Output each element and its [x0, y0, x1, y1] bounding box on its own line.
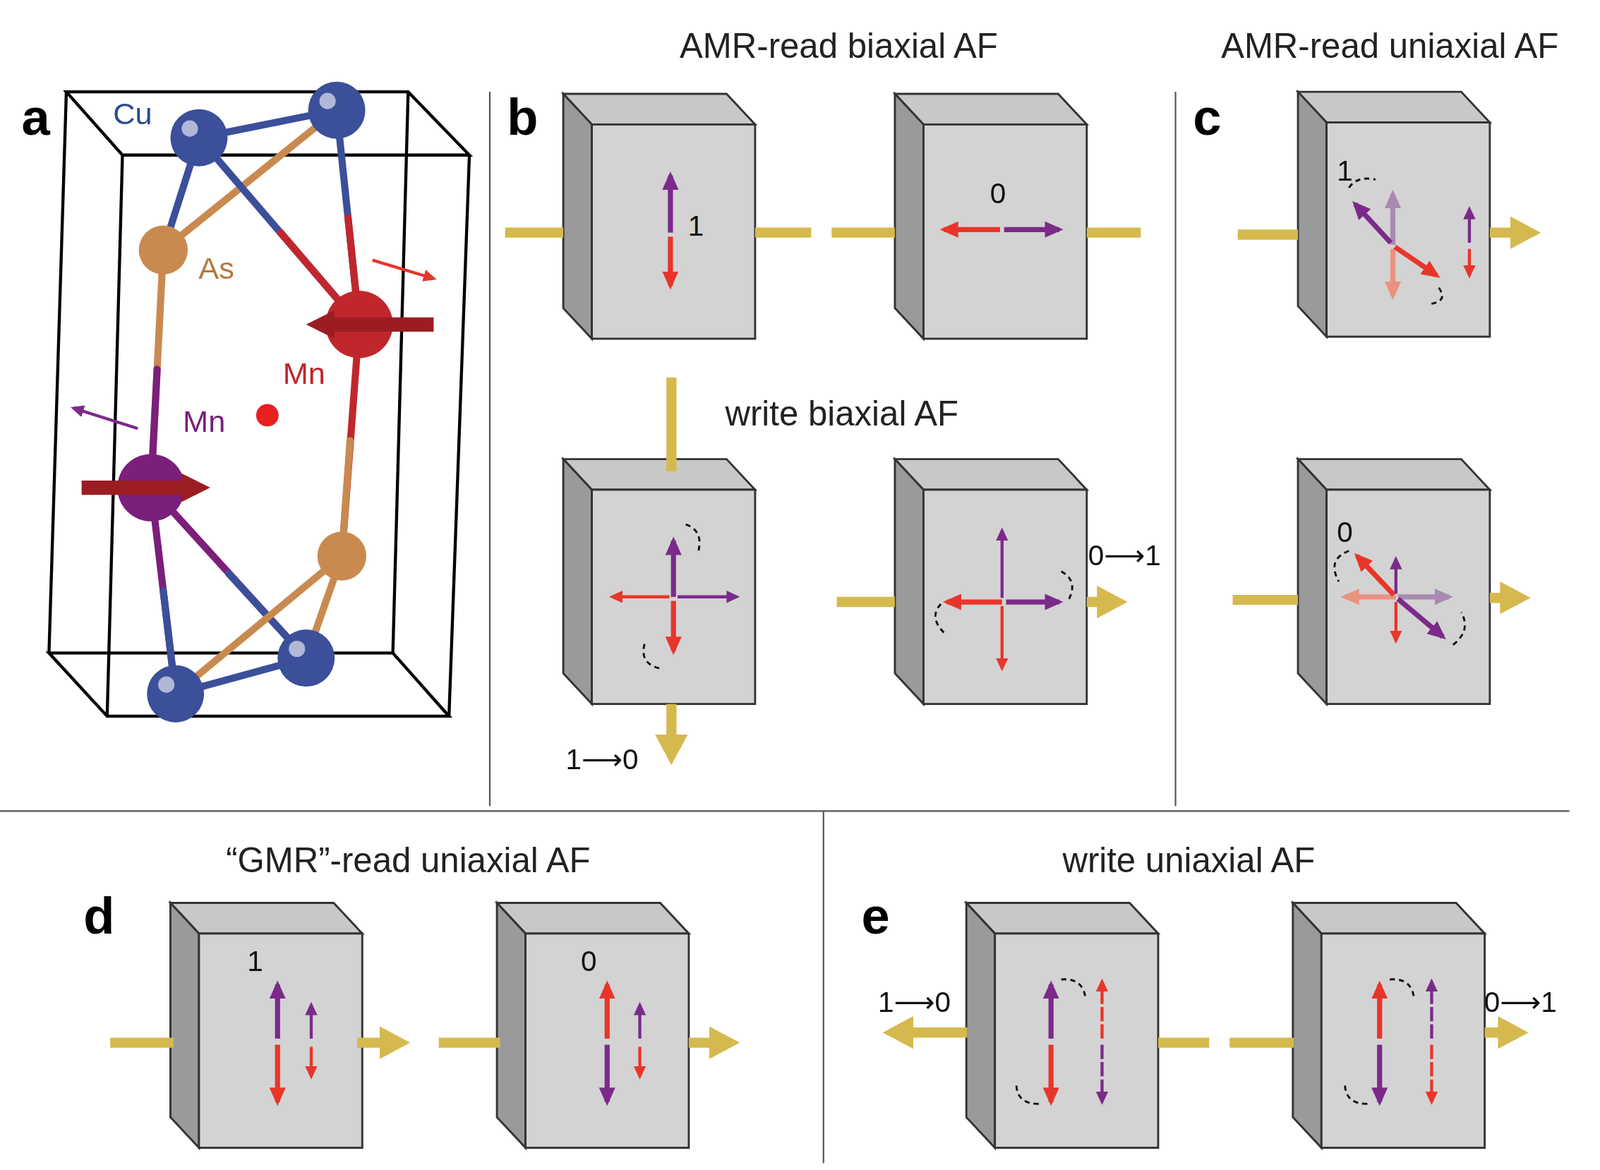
transition-label: 1⟶0	[565, 746, 639, 775]
atom-label: Cu	[112, 98, 152, 130]
device-block: 1	[199, 933, 363, 1149]
panel-title: AMR-read biaxial AF	[679, 28, 998, 63]
device-block: 1	[1326, 122, 1490, 337]
atom-label: Mn	[182, 405, 226, 437]
panel-letter: b	[506, 91, 538, 143]
bit-value: 1	[1336, 157, 1353, 186]
device-block: 0	[525, 933, 689, 1149]
panel-title: AMR-read uniaxial AF	[1220, 28, 1559, 63]
device-block: 1	[592, 124, 756, 339]
bit-value: 1	[688, 212, 705, 241]
panel-letter: d	[83, 890, 115, 942]
bit-value: 1	[247, 947, 264, 977]
atom-label: As	[198, 253, 235, 284]
panel-title: “GMR”-read uniaxial AF	[225, 842, 591, 878]
bit-value: 0	[1336, 518, 1353, 547]
panel-title: write biaxial AF	[725, 395, 960, 431]
device-block: 0	[1326, 489, 1490, 705]
bit-value: 0	[580, 947, 598, 977]
atom-label: Mn	[283, 357, 326, 389]
panel-letter: e	[861, 890, 890, 942]
bit-value: 0	[990, 179, 1007, 208]
panel-letter: c	[1192, 91, 1221, 143]
panel-title: write uniaxial AF	[1062, 842, 1315, 878]
panel-letter: a	[21, 91, 50, 143]
transition-label: 0⟶1	[1484, 988, 1557, 1018]
device-block: 0	[923, 124, 1087, 339]
transition-label: 0⟶1	[1088, 542, 1162, 571]
transition-label: 1⟶0	[877, 988, 951, 1018]
